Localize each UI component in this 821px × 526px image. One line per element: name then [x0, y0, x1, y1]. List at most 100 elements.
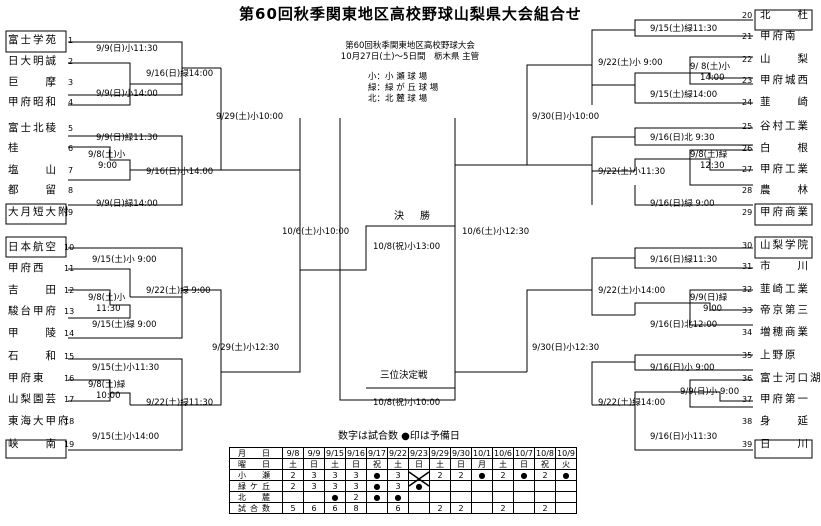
right-team-23: 甲府城西 [760, 74, 810, 86]
right-seed-21: 21 [742, 32, 753, 41]
left-team-box-10 [5, 236, 67, 258]
schedule-cell [282, 491, 304, 503]
right-game-7-time: 12:30 [700, 161, 725, 171]
schedule-cell [555, 480, 577, 492]
schedule-cell: 土 [492, 458, 514, 470]
schedule-cell: 9/16 [345, 447, 367, 459]
right-seed-38: 38 [742, 417, 753, 426]
right-seed-32: 32 [742, 285, 753, 294]
schedule-cell: 2 [282, 480, 304, 492]
right-seed-30: 30 [742, 241, 753, 250]
left-team-8: 都 留 [8, 184, 58, 196]
right-team-box-29 [754, 203, 813, 226]
right-game-8: 9/22(土)小11:30 [598, 167, 666, 177]
schedule-cell [492, 491, 514, 503]
schedule-row-label: 月 日 [229, 447, 283, 459]
schedule-cell: 3 [345, 469, 367, 481]
right-game-3-time: 14:00 [700, 73, 725, 83]
schedule-cell: 土 [429, 458, 451, 470]
right-team-box-30 [754, 236, 813, 259]
left-team-1: 富士学苑 [8, 34, 58, 46]
left-team-11: 甲府西 [8, 262, 46, 274]
left-game-5-date: 9/8(土)小 [88, 150, 126, 160]
right-seed-25: 25 [742, 122, 753, 131]
left-seed-9: 9 [68, 208, 74, 217]
schedule-cell: 9/8 [282, 447, 304, 459]
schedule-cell: 10/9 [555, 447, 577, 459]
schedule-cell [513, 502, 535, 514]
right-seed-26: 26 [742, 144, 753, 153]
right-game-15: 9/16(日)小 9:00 [650, 363, 715, 373]
schedule-cell: ● [366, 491, 388, 503]
info-line-1: 第60回秋季関東地区高校野球大会 [345, 41, 475, 51]
right-team-38: 身 延 [760, 415, 810, 427]
right-team-39: 日 川 [760, 438, 810, 450]
schedule-cell: 2 [492, 469, 514, 481]
schedule-cell: 5 [282, 502, 304, 514]
right-game-14: 9/30(日)小12:30 [532, 343, 600, 353]
schedule-cell: 10/8 [534, 447, 556, 459]
right-game-6: 9/16(日)北 9:30 [650, 133, 715, 143]
right-team-box-39 [754, 439, 813, 459]
left-game-16: 9/22(土)緑11:30 [146, 398, 214, 408]
left-team-12: 吉 田 [8, 284, 58, 296]
schedule-row-label: 小 瀬 [229, 469, 283, 481]
schedule-cell [471, 480, 493, 492]
right-team-22: 山 梨 [760, 53, 810, 65]
left-seed-6: 6 [68, 144, 74, 153]
schedule-cell [450, 491, 472, 503]
right-team-28: 農 林 [760, 184, 810, 196]
schedule-cell: 8 [345, 502, 367, 514]
schedule-cell [555, 502, 577, 514]
left-seed-2: 2 [68, 57, 74, 66]
right-game-12-time: 9:00 [703, 304, 723, 314]
left-seed-16: 16 [64, 374, 75, 383]
schedule-cell: 日 [513, 458, 535, 470]
left-team-19: 峡 南 [8, 438, 58, 450]
cross-mark [408, 471, 430, 487]
schedule-cell: 土 [387, 458, 409, 470]
left-team-7: 塩 山 [8, 164, 58, 176]
right-seed-22: 22 [742, 55, 753, 64]
left-game-4: 9/9(日)緑11:30 [96, 133, 158, 143]
left-game-15-date: 9/8(土)緑 [88, 380, 126, 390]
schedule-cell: 9/15 [324, 447, 346, 459]
left-game-7: 9/9(日)緑14:00 [96, 199, 158, 209]
left-seed-19: 19 [64, 440, 75, 449]
right-seed-37: 37 [742, 395, 753, 404]
schedule-cell: 2 [450, 469, 472, 481]
left-team-5: 富士北稜 [8, 122, 58, 134]
right-team-36: 富士河口湖 [760, 372, 821, 384]
venue-legend-2: 緑：緑 が 丘 球 場 [368, 83, 439, 93]
schedule-cell: 2 [429, 469, 451, 481]
right-semifinal: 10/6(土)小12:30 [462, 227, 530, 237]
schedule-cell: 9/30 [450, 447, 472, 459]
right-team-35: 上野原 [760, 349, 798, 361]
schedule-cell: 2 [492, 502, 514, 514]
schedule-cell: 9/23 [408, 447, 430, 459]
schedule-cell [534, 480, 556, 492]
schedule-cell [471, 502, 493, 514]
schedule-cell: 6 [387, 502, 409, 514]
left-team-box-9 [5, 203, 67, 225]
left-game-15-time: 10:00 [96, 391, 121, 401]
schedule-cell: 2 [429, 502, 451, 514]
schedule-cell: 3 [324, 469, 346, 481]
right-team-24: 韮 崎 [760, 96, 810, 108]
right-seed-39: 39 [742, 440, 753, 449]
schedule-cell: ● [513, 469, 535, 481]
schedule-cell [303, 491, 325, 503]
right-game-10: 9/16(日)緑11:30 [650, 255, 718, 265]
right-team-37: 甲府第一 [760, 393, 810, 405]
right-seed-24: 24 [742, 98, 753, 107]
right-game-11: 9/22(土)小14:00 [598, 286, 666, 296]
schedule-cell [471, 491, 493, 503]
left-team-3: 巨 摩 [8, 76, 58, 88]
left-game-1: 9/9(日)小11:30 [96, 44, 158, 54]
schedule-cell: 土 [282, 458, 304, 470]
left-team-9: 大月短大附 [8, 206, 71, 218]
